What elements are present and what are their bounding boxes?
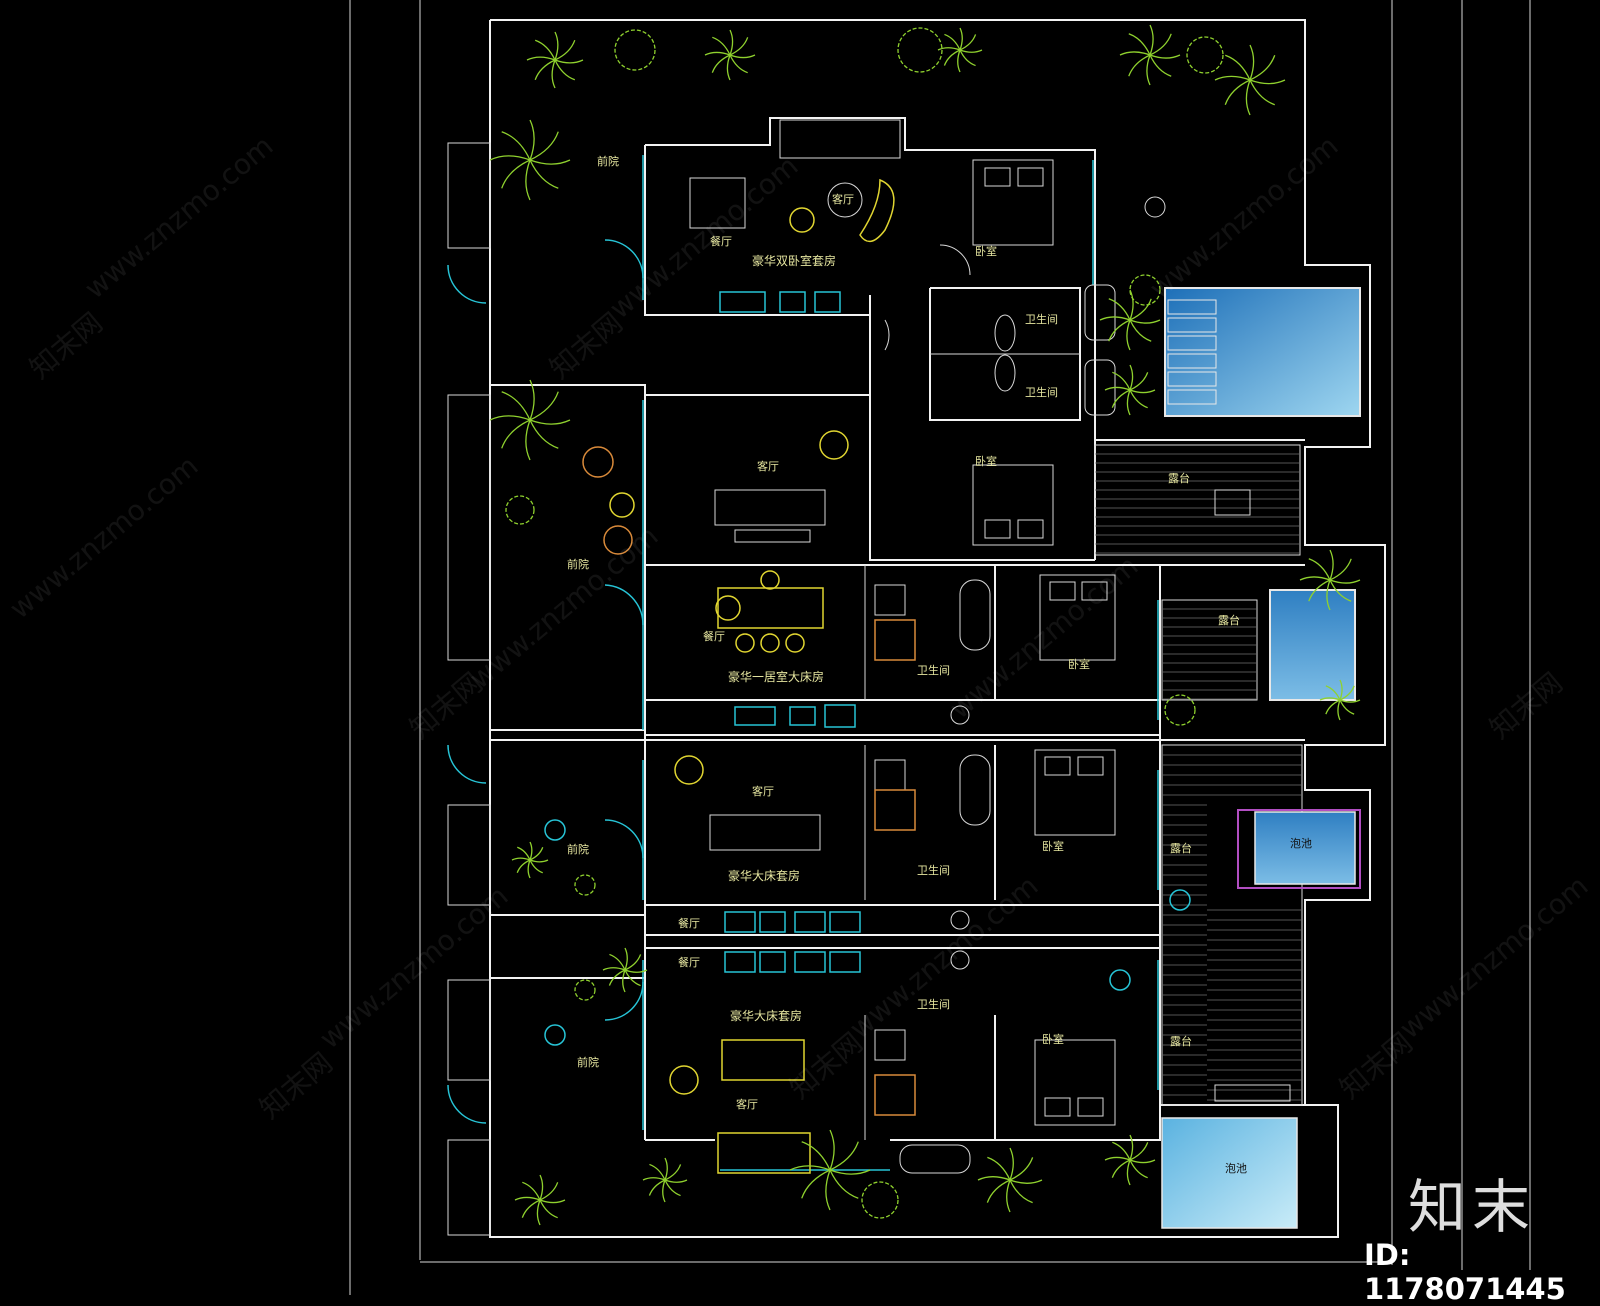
label-pool-2: 泡池: [1225, 1161, 1247, 1175]
label-bathroom-3: 卫生间: [917, 663, 950, 677]
watermark-text: www.znzmo.com: [463, 519, 664, 695]
watermark-text: www.znzmo.com: [943, 549, 1144, 725]
fixtures: [719, 284, 1116, 1174]
label-bathroom-4: 卫生间: [917, 863, 950, 877]
label-living-2: 客厅: [757, 459, 779, 473]
label-dining-2: 餐厅: [703, 629, 725, 643]
label-bathroom-5: 卫生间: [917, 997, 950, 1011]
label-front-yard-3: 前院: [567, 842, 589, 856]
label-king-suite-1: 豪华大床套房: [728, 868, 800, 883]
label-bedroom-2: 卧室: [975, 454, 997, 468]
watermark-text: 知末网: [23, 306, 109, 385]
label-bedroom-3: 卧室: [1068, 657, 1090, 671]
watermark-text: www.znzmo.com: [1393, 869, 1594, 1045]
label-terrace-3: 露台: [1170, 841, 1192, 855]
watermark-text: www.znzmo.com: [313, 879, 514, 1055]
label-bedroom-5: 卧室: [1042, 1032, 1064, 1046]
watermark-text: www.znzmo.com: [78, 129, 279, 305]
label-bedroom-1: 卧室: [975, 244, 997, 258]
label-bedroom-4: 卧室: [1042, 839, 1064, 853]
room-labels: 前院 餐厅 客厅 豪华双卧室套房 卧室 卫生间 卫生间 客厅 卧室 露台 前院 …: [567, 154, 1312, 1175]
watermark-text: 知末网: [1333, 1026, 1419, 1105]
brand-logo: 知末: [1408, 1173, 1537, 1241]
furniture: [544, 119, 1291, 1174]
label-dining-1: 餐厅: [710, 234, 732, 248]
interior-walls: [490, 117, 1305, 1141]
label-front-yard-4: 前院: [577, 1055, 599, 1069]
label-terrace-2: 露台: [1218, 613, 1240, 627]
label-dining-3: 餐厅: [678, 916, 700, 930]
watermark-text: www.znzmo.com: [603, 149, 804, 325]
label-terrace-1: 露台: [1168, 471, 1190, 485]
watermark-text: 知末网: [543, 306, 629, 385]
label-bathroom-1: 卫生间: [1025, 312, 1058, 326]
beds: [972, 159, 1116, 1126]
watermark-text: www.znzmo.com: [3, 449, 204, 625]
label-one-bed-king: 豪华一居室大床房: [728, 669, 824, 684]
deck-hatching: [1095, 453, 1302, 1101]
landscape-plants: [489, 24, 1361, 1226]
watermark-text: 知末网: [1483, 666, 1569, 745]
label-terrace-4: 露台: [1170, 1034, 1192, 1048]
outer-walls: [447, 19, 1386, 1238]
drawing-frame: [349, 0, 1531, 1295]
windows: [642, 155, 1159, 1171]
label-twin-suite: 豪华双卧室套房: [752, 253, 836, 268]
label-living-4: 客厅: [736, 1097, 758, 1111]
watermark-text: 知末网: [253, 1046, 339, 1125]
label-front-yard-2: 前院: [567, 557, 589, 571]
label-living-1: 客厅: [832, 192, 854, 206]
label-pool-1: 泡池: [1290, 836, 1312, 850]
watermark-text: www.znzmo.com: [843, 869, 1044, 1045]
label-bathroom-2: 卫生间: [1025, 385, 1058, 399]
watermark-text: www.znzmo.com: [1143, 129, 1344, 305]
doors: [447, 239, 971, 1124]
image-id-label: ID: 1178071445: [1364, 1238, 1566, 1306]
pools: [1161, 287, 1361, 1229]
label-living-3: 客厅: [752, 784, 774, 798]
watermark-text: 知末网: [783, 1026, 869, 1105]
label-king-suite-2: 豪华大床套房: [730, 1008, 802, 1023]
label-dining-4: 餐厅: [678, 955, 700, 969]
label-front-yard-1: 前院: [597, 154, 619, 168]
